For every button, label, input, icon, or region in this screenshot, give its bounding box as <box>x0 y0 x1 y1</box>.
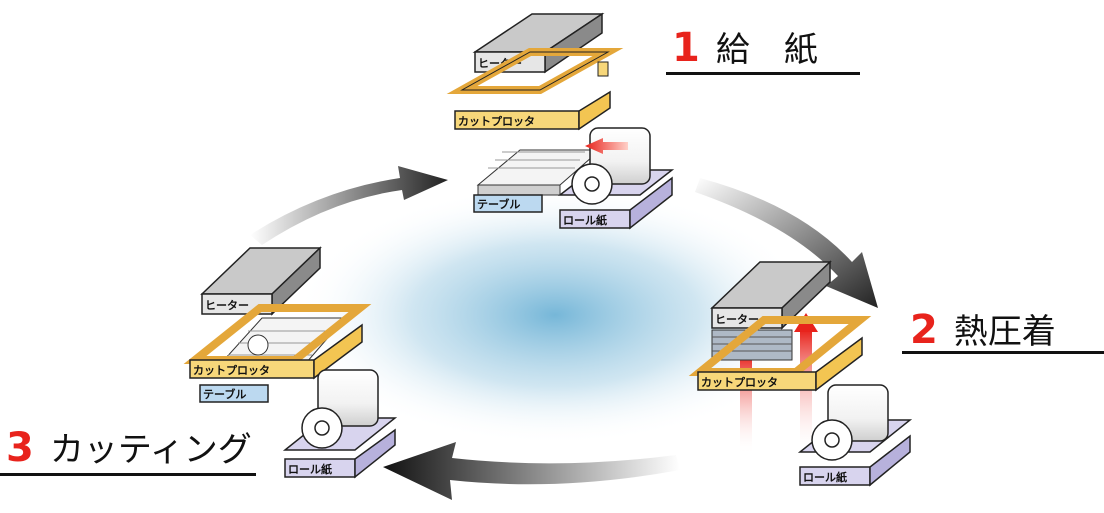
step2-underline <box>902 351 1104 354</box>
roll-label-3: ロール紙 <box>288 462 332 476</box>
step3-number: 3 <box>6 425 34 471</box>
table-label-1: テーブル <box>477 197 520 211</box>
step1-label: 給 紙 <box>715 30 818 70</box>
heater-unit-2: ヒーター <box>710 260 832 361</box>
cutter-label-1: カットプロッタ <box>458 114 535 128</box>
step1-underline <box>666 72 860 75</box>
step3-underline <box>0 473 256 476</box>
cutter-label-3: カットプロッタ <box>193 363 270 377</box>
roll-label-1: ロール紙 <box>563 213 607 227</box>
roll-paper-1: ロール紙 <box>557 127 675 230</box>
step2-title: 2 熱圧着 <box>910 310 1056 350</box>
step3-label: カッティング <box>49 430 252 470</box>
cutter-frame-2: カットプロッタ <box>688 316 872 392</box>
step3-machine: ヒーター カットプロッタ テーブル ロール紙 <box>183 246 398 479</box>
table-label-3: テーブル <box>203 387 246 401</box>
roll-paper-3: ロール紙 <box>282 369 398 479</box>
step1-title: 1 給 紙 <box>672 28 818 68</box>
cutter-label-2: カットプロッタ <box>701 375 778 389</box>
paper-stack-1 <box>476 149 602 196</box>
step2-label: 熱圧着 <box>953 312 1056 352</box>
cutter-frame-3: カットプロッタ <box>183 304 372 380</box>
step2-machine: ヒーター カットプロッタ ロール紙 <box>688 260 913 487</box>
cycle-arrow-1-to-2 <box>695 178 878 308</box>
heater-label-3: ヒーター <box>205 299 249 312</box>
step2-number: 2 <box>910 307 938 353</box>
roll-paper-2: ロール紙 <box>797 384 913 487</box>
heater-unit-3: ヒーター <box>200 246 322 316</box>
table-1: テーブル <box>473 194 543 213</box>
roll-label-2: ロール紙 <box>803 470 847 484</box>
cutter-frame-1: カットプロッタ <box>446 48 624 131</box>
cycle-arrow-3-to-1 <box>250 166 448 245</box>
step1-machine: ヒーター カットプロッタ テーブル ロール紙 <box>446 12 675 230</box>
cycle-arrow-2-to-3 <box>383 442 680 500</box>
table-3: テーブル <box>199 384 269 403</box>
heater-label-2: ヒーター <box>715 313 759 326</box>
step1-number: 1 <box>672 25 700 71</box>
heater-unit-1: ヒーター <box>472 12 605 74</box>
feed-arrow-icon <box>585 138 628 154</box>
center-glow <box>295 185 815 445</box>
step3-title: 3 カッティング <box>6 428 252 468</box>
